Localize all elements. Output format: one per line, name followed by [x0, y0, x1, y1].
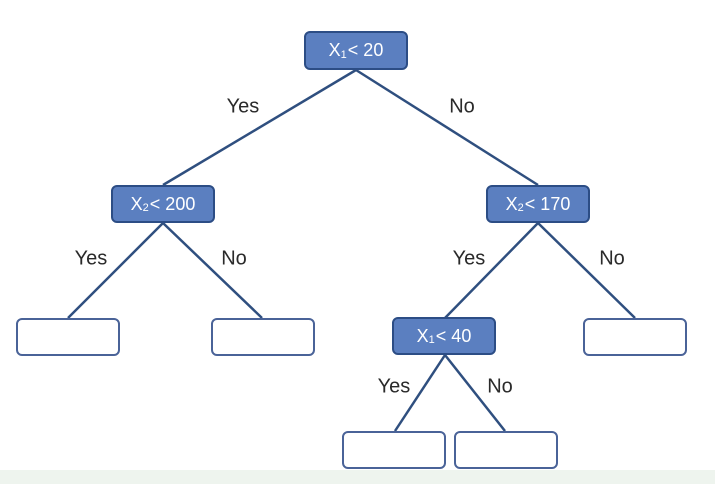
left-var-subscript: 2 — [142, 202, 149, 214]
edge-label-left-no: No — [221, 247, 247, 270]
edge-label-rl-yes: Yes — [377, 375, 411, 398]
left-var: X — [130, 193, 143, 214]
edge-label-right-yes: Yes — [452, 247, 486, 270]
edge-root-yes — [162, 68, 357, 187]
leaf-rl-no[interactable] — [454, 431, 558, 469]
edge-left-yes — [67, 222, 164, 319]
right-left-var: X — [416, 325, 429, 346]
bottom-strip — [0, 470, 715, 484]
edge-label-rl-no: No — [487, 375, 513, 398]
right-left-condition: < 40 — [435, 325, 472, 346]
edge-root-no — [355, 68, 539, 187]
edge-label-left-yes: Yes — [74, 247, 108, 270]
edge-label-right-no: No — [599, 247, 625, 270]
root-var-subscript: 1 — [340, 48, 347, 61]
edge-label-root-no: No — [449, 95, 475, 118]
right-condition: < 170 — [524, 193, 571, 214]
edge-rl-no — [444, 354, 506, 432]
right-left-var-subscript: 1 — [428, 334, 435, 346]
right-var-subscript: 2 — [517, 202, 524, 214]
edge-right-no — [537, 222, 636, 319]
leaf-left-no[interactable] — [211, 318, 315, 356]
leaf-left-yes[interactable] — [16, 318, 120, 356]
edge-label-root-yes: Yes — [226, 95, 260, 118]
edge-rl-yes — [393, 354, 447, 432]
right-var: X — [505, 193, 518, 214]
leaf-right-no[interactable] — [583, 318, 687, 356]
edge-right-yes — [444, 222, 539, 319]
leaf-rl-yes[interactable] — [342, 431, 446, 469]
root-var: X — [328, 40, 341, 60]
left-condition: < 200 — [149, 193, 196, 214]
edge-left-no — [162, 222, 263, 319]
root-condition: < 20 — [347, 40, 384, 60]
